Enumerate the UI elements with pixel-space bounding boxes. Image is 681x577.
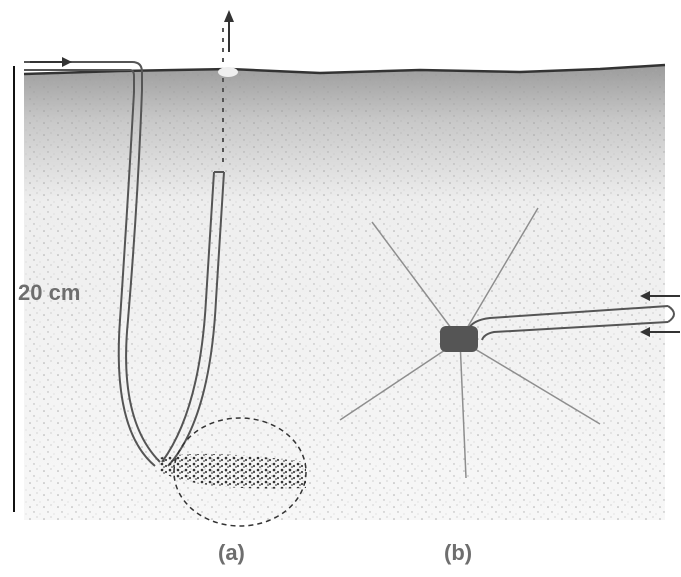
- scale-label: 20 cm: [18, 280, 80, 306]
- inlet-arrow-icon: [30, 57, 72, 67]
- panel-a-label: (a): [218, 540, 245, 566]
- injection-tip: [440, 326, 478, 352]
- outlet-arrow-icon: [224, 10, 234, 52]
- panel-b-label: (b): [444, 540, 472, 566]
- soil-body: [24, 66, 665, 520]
